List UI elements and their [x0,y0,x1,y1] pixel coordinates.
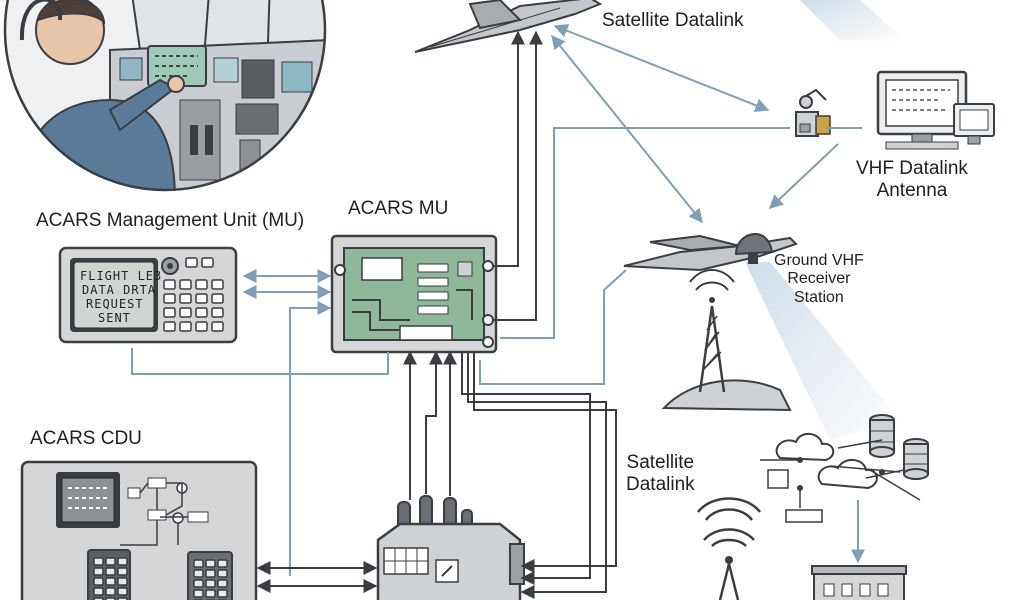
keypad-key [195,279,208,290]
ground-vhf-receiver-icon [623,233,798,272]
ground-station-building-icon [811,565,907,600]
link-system-mu-2 [425,350,443,494]
keypad-key [185,257,198,268]
mu-screen-line-4: SENT [98,311,131,325]
cockpit-illustration [3,0,327,192]
keypad-key [117,587,128,596]
vhf-antenna-device [795,88,831,137]
connections [131,24,865,599]
keypad-key [93,567,104,576]
label-satellite-datalink-bottom: Satellite Datalink [626,452,695,495]
keypad-key [179,293,192,304]
link-mu-to-ground-station [479,269,627,385]
beam-ground [745,262,900,440]
keypad-key [105,557,116,566]
link-vhf-to-ground-receiver [768,143,839,209]
keypad-key [205,579,216,588]
acars-mu-keypad-unit: FLIGHT LE3 DATA DRTA REQUEST SENT [58,246,238,344]
keypad-key [93,557,104,566]
label-vhf-datalink-antenna: VHF Datalink Antenna [856,158,968,201]
keypad-key [217,569,228,578]
label-acars-management-unit: ACARS Management Unit (MU) [36,210,305,231]
keypad-key [105,587,116,596]
satellite-transmitter-icon [697,497,761,600]
computer-workstation-icon [876,70,995,150]
server-stack-1-icon [869,414,895,458]
label-satellite-datalink-top: Satellite Datalink [602,10,744,31]
keypad-key [217,559,228,568]
keypad-key [211,307,224,318]
link-mu-to-system-4 [461,352,591,585]
keypad-key [193,589,204,598]
acars-cdu-panel [20,460,258,600]
label-acars-mu: ACARS MU [348,198,449,219]
keypad-key [163,321,176,332]
ground-network-icon [760,414,929,523]
keypad-key [117,567,128,576]
keypad-key [105,567,116,576]
radio-tower-icon [661,269,792,412]
link-mu-to-system-6 [473,352,617,573]
aircraft-system-box [376,495,525,600]
keypad-key [163,293,176,304]
keypad-key [205,589,216,598]
mu-screen-line-1: FLIGHT LE3 [80,269,162,283]
keypad-key [201,257,214,268]
keypad-key [195,321,208,332]
link-cdu-to-mu [289,301,332,576]
keypad-key [193,569,204,578]
label-acars-cdu: ACARS CDU [30,428,142,449]
keypad-key [193,559,204,568]
keypad-key [211,321,224,332]
keypad-key [205,559,216,568]
keypad-key [93,587,104,596]
aircraft-top-icon [414,0,603,53]
label-ground-vhf-receiver-station: Ground VHF Receiver Station [774,252,864,306]
cdu-keypad [93,557,228,600]
link-mu-to-aircraft-1 [492,30,525,267]
link-keypad-mu-3 [131,348,389,375]
keypad-key [217,589,228,598]
keypad-key [117,577,128,586]
acars-mu-box [330,234,498,354]
keypad-key [195,307,208,318]
keypad-key [205,569,216,578]
keypad-key [179,279,192,290]
keypad-key [211,293,224,304]
mu-screen-line-3: REQUEST [86,297,144,311]
beam-top [800,0,905,40]
mu-screen-line-2: DATA DRTA [82,283,156,297]
keypad-key [93,577,104,586]
keypad-key [163,279,176,290]
link-aircraft-to-vhf [553,24,770,112]
keypad-key [211,279,224,290]
keypad-key [163,307,176,318]
keypad-key [179,307,192,318]
keypad-key [217,579,228,588]
link-mu-to-system-5 [467,352,607,599]
link-mu-to-aircraft-2 [492,30,543,321]
keypad-key [117,557,128,566]
mu-keypad [163,257,224,332]
link-mu-to-vhf-antenna [500,127,790,339]
server-stack-2-icon [903,438,929,480]
keypad-key [195,293,208,304]
keypad-key [193,579,204,588]
keypad-key [105,577,116,586]
keypad-key [179,321,192,332]
